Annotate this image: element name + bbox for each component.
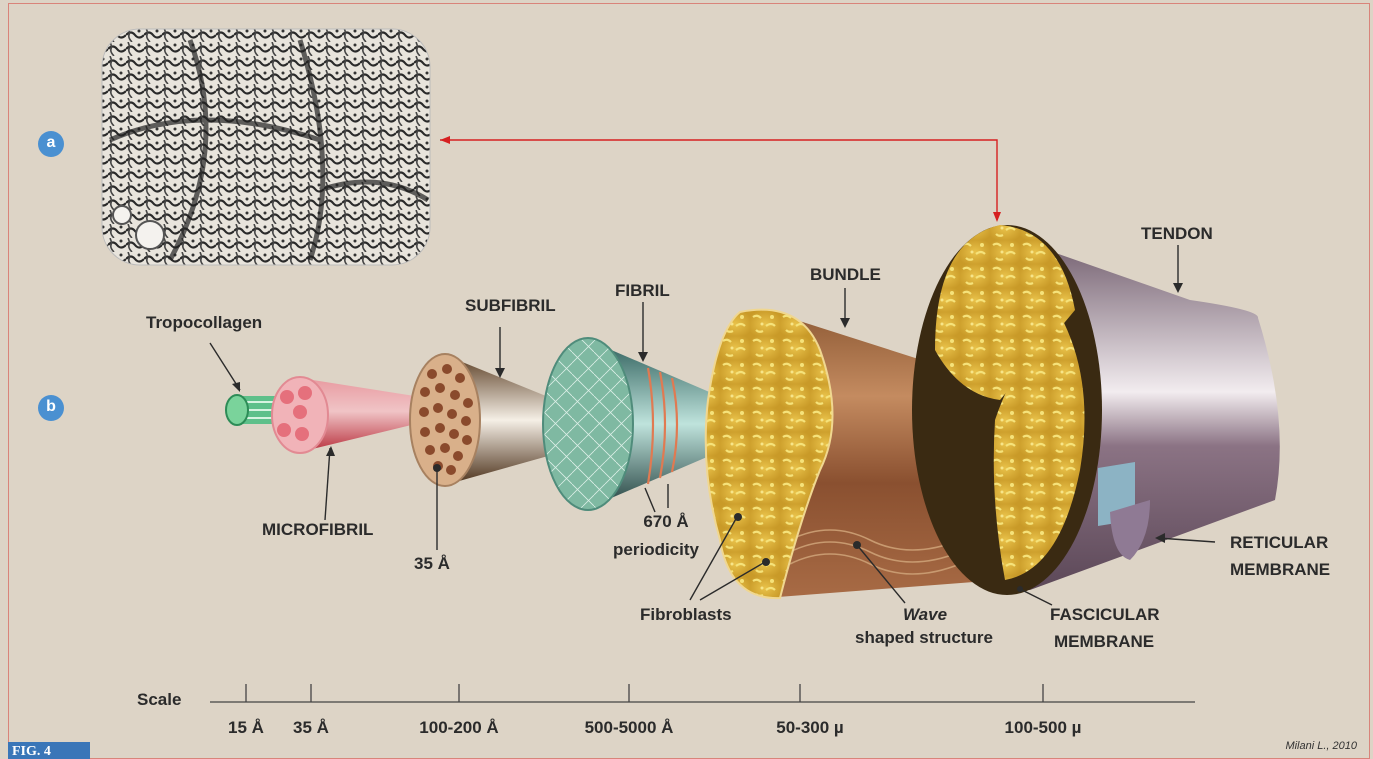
- credit-text: Milani L., 2010: [1285, 740, 1357, 752]
- micrograph-image: [102, 29, 430, 265]
- tendon-label: TENDON: [1141, 224, 1213, 244]
- figure-label: FIG. 4: [8, 742, 90, 759]
- wave-structure-label: shaped structure: [849, 628, 999, 648]
- fascicular-label-2: MEMBRANE: [1054, 632, 1154, 652]
- scale-tick-label: 100-200 Å: [404, 718, 514, 738]
- reticular-label-1: RETICULAR: [1230, 533, 1328, 553]
- fibril-label: FIBRIL: [615, 281, 670, 301]
- tropocollagen-label: Tropocollagen: [146, 313, 262, 333]
- scale-title: Scale: [137, 690, 181, 710]
- subfibril-size-label: 35 Å: [414, 554, 450, 574]
- scale-tick-label: 35 Å: [281, 718, 341, 738]
- panel-a-badge: a: [38, 131, 64, 157]
- scale-tick-label: 50-300 µ: [760, 718, 860, 738]
- panel-b-badge: b: [38, 395, 64, 421]
- link-arrow: [440, 140, 997, 220]
- fascicular-label-1: FASCICULAR: [1050, 605, 1160, 625]
- fibroblasts-label: Fibroblasts: [640, 605, 732, 625]
- scale-tick-label: 15 Å: [216, 718, 276, 738]
- subfibril-label: SUBFIBRIL: [465, 296, 556, 316]
- reticular-label-2: MEMBRANE: [1230, 560, 1330, 580]
- tendon-shape: [912, 225, 1280, 595]
- fibril-period-value: 670 Å: [610, 512, 722, 532]
- wave-label: Wave: [850, 605, 1000, 625]
- fibril-period-text: periodicity: [600, 540, 712, 560]
- scale-tick-label: 500-5000 Å: [569, 718, 689, 738]
- scale-bar: [210, 684, 1195, 702]
- bundle-label: BUNDLE: [810, 265, 881, 285]
- scale-tick-label: 100-500 µ: [993, 718, 1093, 738]
- microfibril-label: MICROFIBRIL: [262, 520, 373, 540]
